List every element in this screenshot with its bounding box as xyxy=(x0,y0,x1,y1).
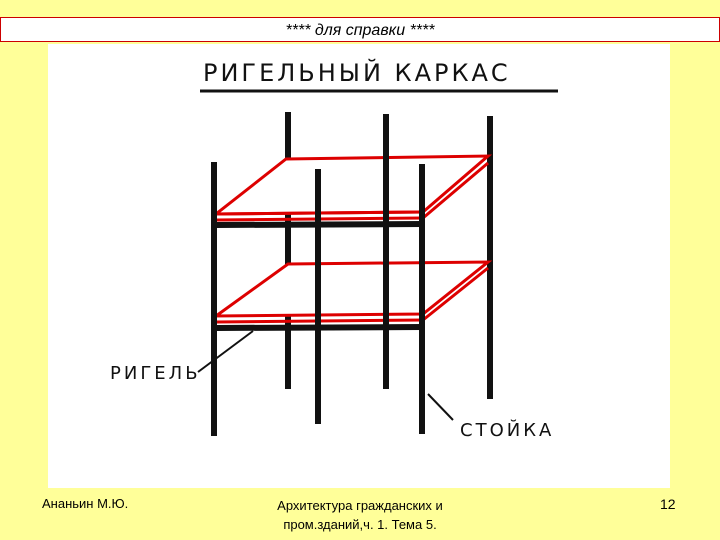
stoika-leader xyxy=(427,393,454,421)
frame-diagram: РИГЕЛЬНЫЙ КАРКАС РИГЕЛЬ СТОЙКА xyxy=(110,58,558,441)
page-number: 12 xyxy=(660,496,676,512)
footer-course: Архитектура гражданских и пром.зданий,ч.… xyxy=(250,496,470,534)
lower-slab-side-edge xyxy=(422,266,489,322)
footer-course-line2: пром.зданий,ч. 1. Тема 5. xyxy=(283,517,437,532)
diagram-title: РИГЕЛЬНЫЙ КАРКАС xyxy=(203,58,511,87)
upper-slab-side-edge xyxy=(422,161,489,220)
label-stoika: СТОЙКА xyxy=(460,419,554,441)
lower-slab-top xyxy=(211,260,493,318)
reference-banner: **** для справки **** xyxy=(0,17,720,42)
footer-author: Ананьин М.Ю. xyxy=(42,496,129,511)
diagram-panel: РИГЕЛЬНЫЙ КАРКАС РИГЕЛЬ СТОЙКА xyxy=(48,44,670,488)
rigel-leader xyxy=(197,330,254,373)
footer-course-line1: Архитектура гражданских и xyxy=(277,498,443,513)
banner-text: **** для справки **** xyxy=(285,22,435,39)
label-rigel: РИГЕЛЬ xyxy=(110,363,201,384)
upper-slab-top xyxy=(211,154,493,216)
